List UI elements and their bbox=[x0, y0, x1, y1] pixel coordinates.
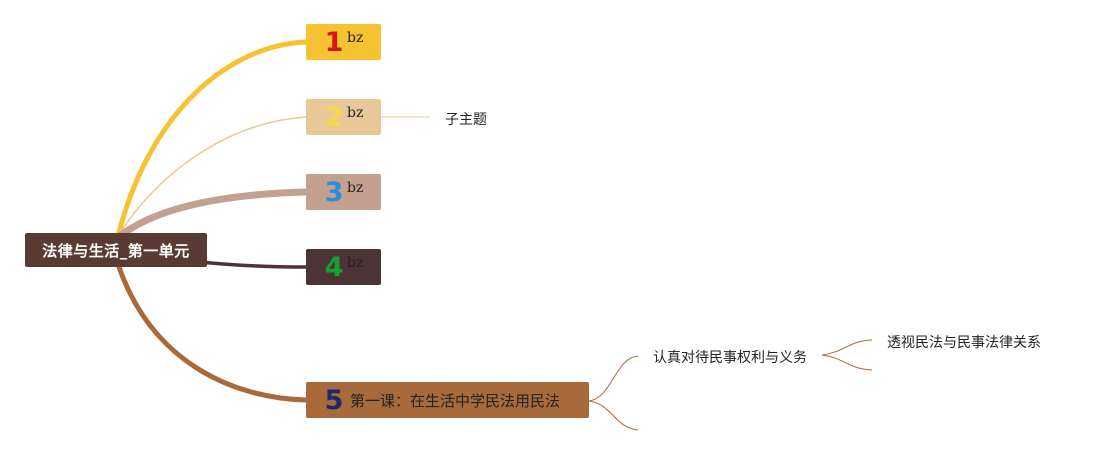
connector-branch-2 bbox=[117, 116, 307, 237]
root-topic-label: 法律与生活_第一单元 bbox=[42, 241, 190, 260]
connector-branch-3 bbox=[116, 188, 310, 240]
branch-2-label: bz bbox=[347, 105, 364, 121]
number-2-icon: 2 bbox=[324, 101, 344, 133]
number-4-icon: 4 bbox=[324, 251, 344, 283]
number-1-icon: 1 bbox=[324, 26, 344, 58]
branch-1[interactable]: 1 bz bbox=[306, 24, 381, 60]
connector-branch-5 bbox=[115, 261, 309, 403]
branch-4[interactable]: 4 bz bbox=[306, 249, 381, 285]
branch-4-label: bz bbox=[347, 255, 364, 271]
connector-branch-1 bbox=[115, 39, 309, 239]
branch-1-label: bz bbox=[347, 30, 364, 46]
connector-branch-4 bbox=[198, 260, 308, 269]
root-topic[interactable]: 法律与生活_第一单元 bbox=[25, 233, 207, 267]
connector-subtopic-5d bbox=[821, 354, 873, 371]
subtopic-rights-duties[interactable]: 认真对待民事权利与义务 bbox=[653, 350, 807, 366]
subtopic-branch-2[interactable]: 子主题 bbox=[445, 112, 487, 128]
branch-5-label: 第一课：在生活中学民法用民法 bbox=[350, 391, 561, 410]
connector-subtopic-5b bbox=[588, 400, 639, 431]
branch-3[interactable]: 3 bz bbox=[306, 174, 381, 210]
branch-5[interactable]: 5 第一课：在生活中学民法用民法 bbox=[306, 382, 589, 418]
subtopic-civil-law-relations[interactable]: 透视民法与民事法律关系 bbox=[887, 335, 1041, 351]
connector-subtopic-5c bbox=[821, 339, 873, 356]
number-3-icon: 3 bbox=[324, 176, 344, 208]
branch-2[interactable]: 2 bz bbox=[306, 99, 381, 135]
connector-subtopic-5a bbox=[588, 355, 639, 402]
branch-3-label: bz bbox=[347, 180, 364, 196]
number-5-icon: 5 bbox=[324, 384, 344, 416]
